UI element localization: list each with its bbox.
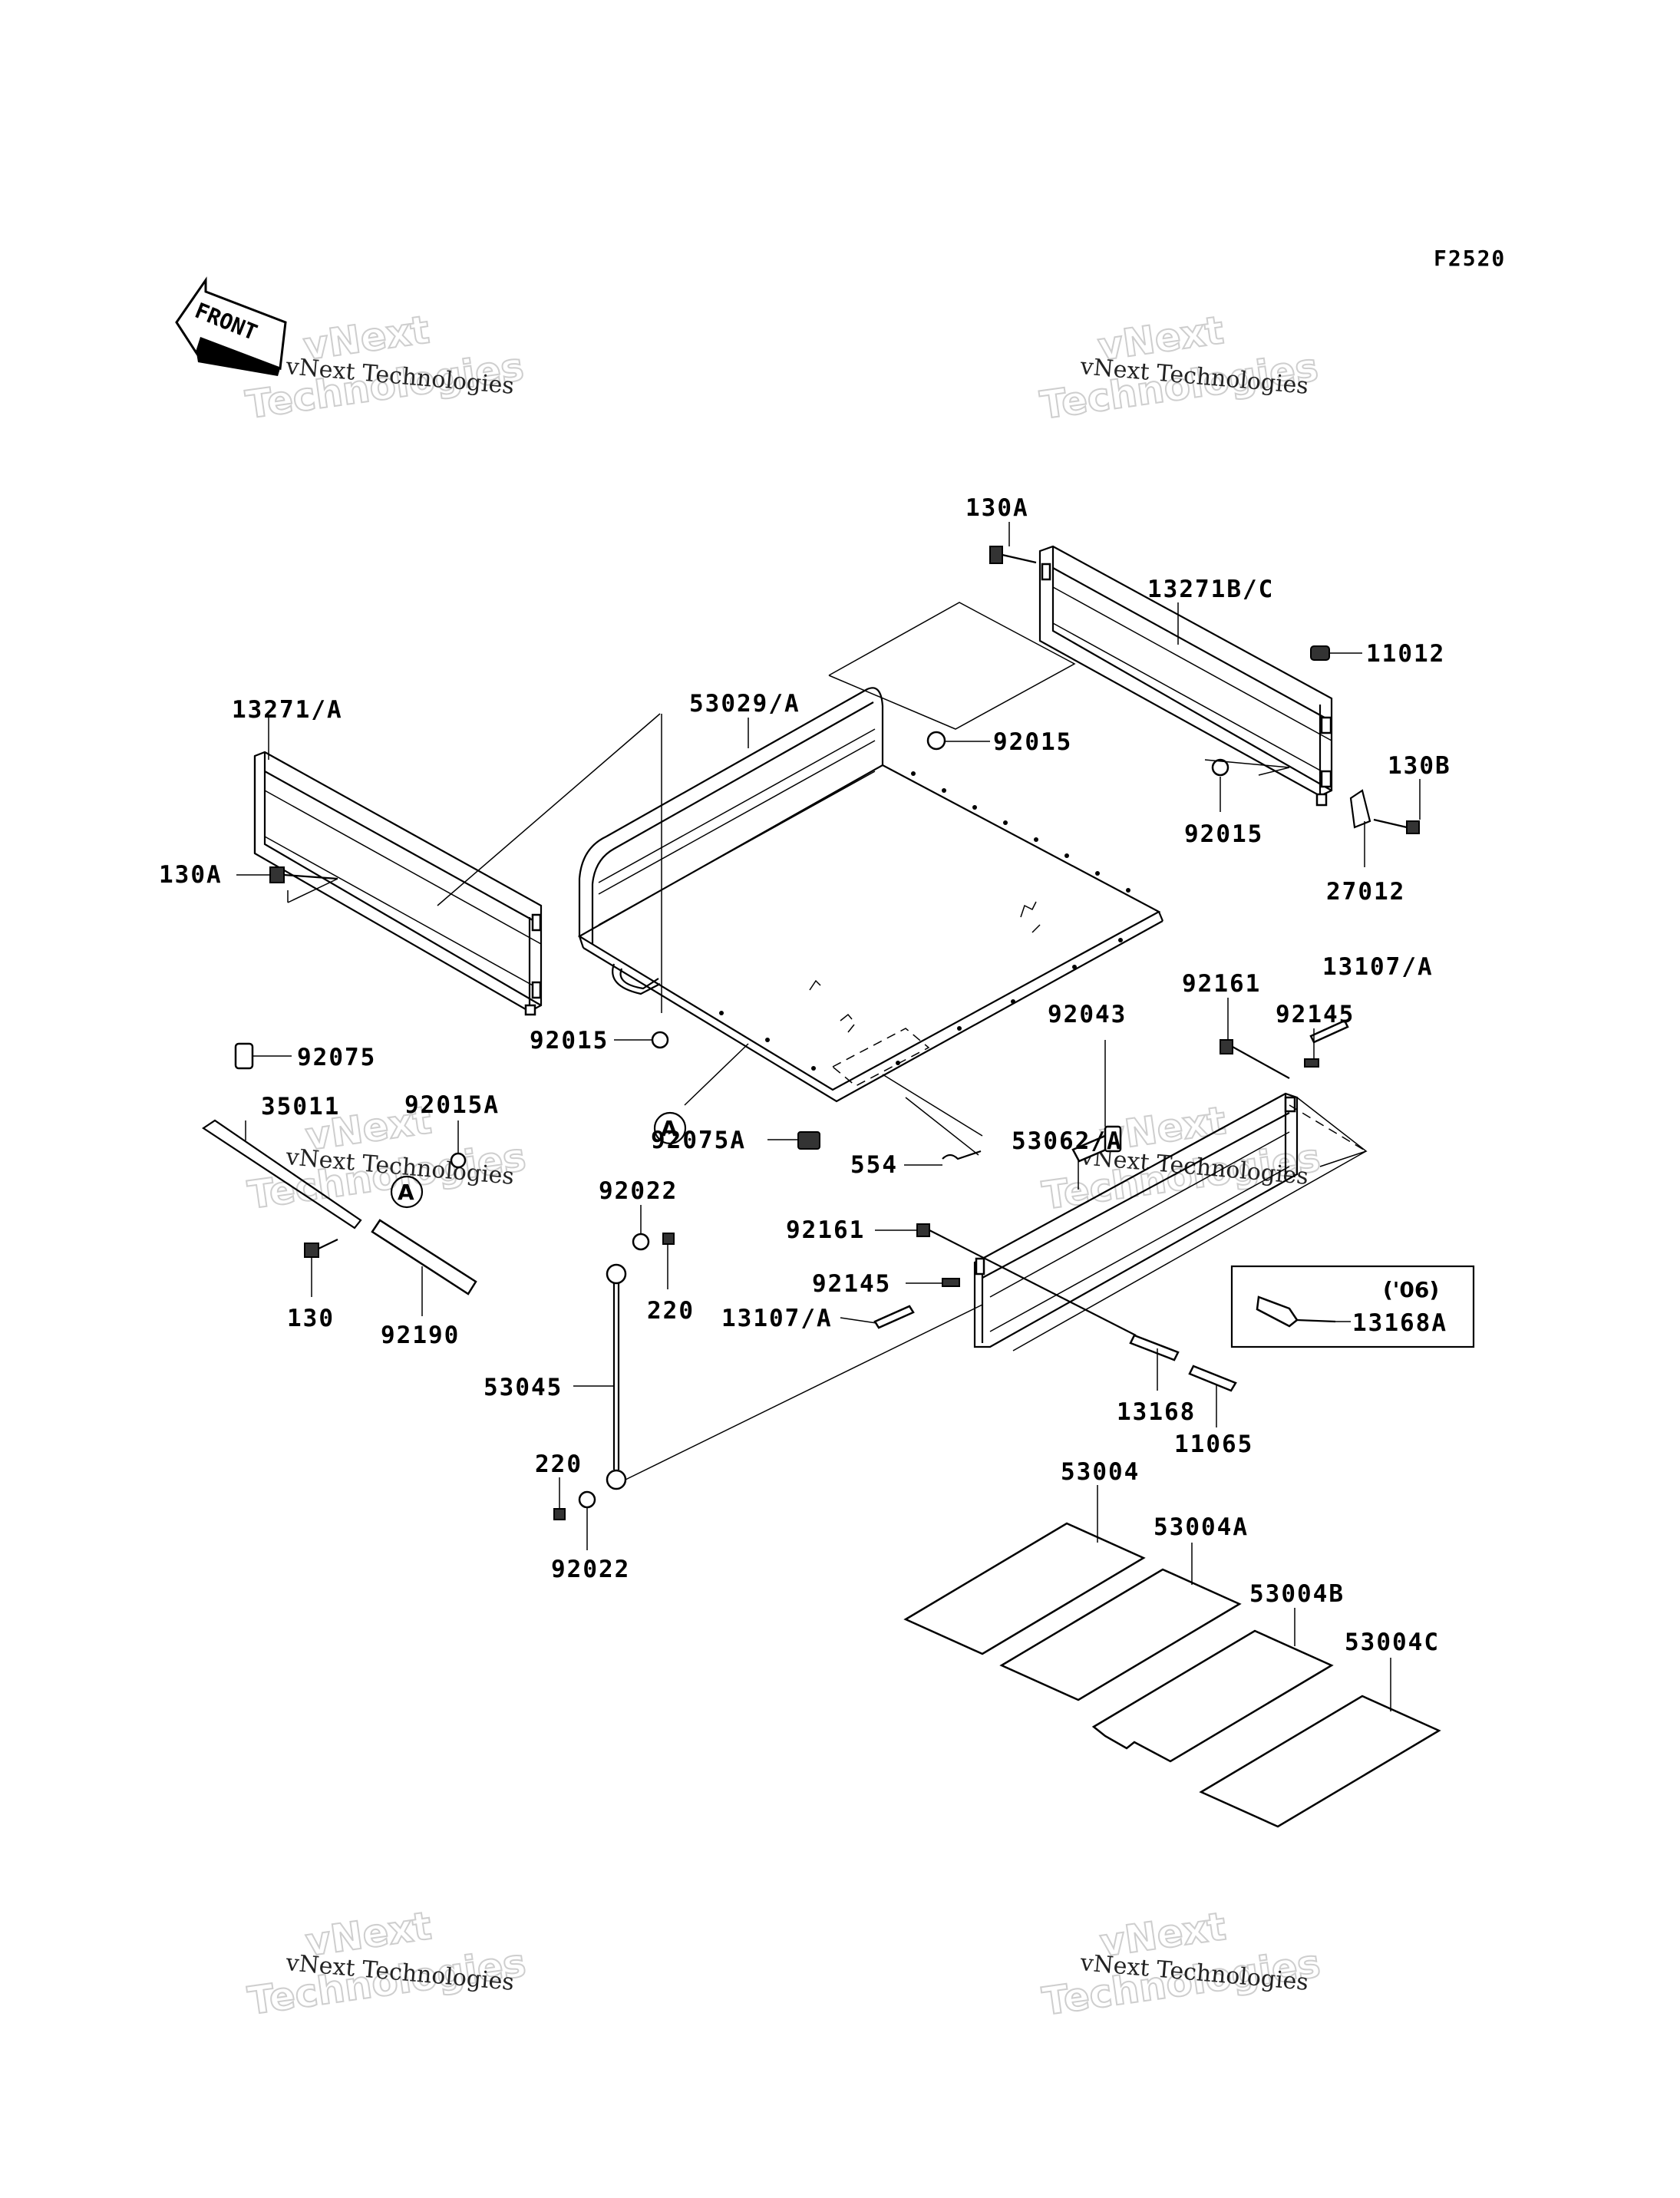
part-label-11012: 11012 [1366,640,1445,668]
part-label-13168: 13168 [1117,1398,1196,1426]
part-label-92022-upper: 92022 [599,1177,678,1205]
part-label-130b: 130B [1388,752,1451,780]
part-label-92043: 92043 [1048,1001,1127,1028]
part-label-92022-lower: 92022 [551,1556,630,1583]
part-label-53004: 53004 [1061,1458,1140,1486]
tailgate-drawing [973,1092,1367,1348]
part-label-53045: 53045 [484,1374,563,1401]
part-label-92161-lower: 92161 [786,1216,865,1244]
part-label-92145-lower: 92145 [812,1270,891,1298]
bed-mat-drawings [903,1522,1441,1828]
part-label-554: 554 [850,1151,898,1179]
part-label-92161-upper: 92161 [1182,970,1261,998]
part-label-11065: 11065 [1174,1431,1253,1458]
part-label-27012: 27012 [1326,878,1405,906]
part-label-220-upper: 220 [647,1297,695,1325]
variant-note: ('06) [1383,1277,1439,1302]
part-label-35011: 35011 [261,1093,340,1120]
part-label-92015-right: 92015 [1184,820,1263,848]
part-label-130: 130 [287,1305,335,1332]
part-label-13168a: 13168A [1352,1309,1447,1337]
part-label-13107a-upper: 13107/A [1322,953,1434,981]
reference-marker-a-left: A [390,1175,424,1209]
part-label-53062a: 53062/A [1012,1127,1123,1155]
front-arrow-icon: FRONT [175,276,287,376]
part-label-92190: 92190 [381,1322,460,1349]
cargo-bed-drawing [577,687,1164,1103]
part-label-92015a: 92015A [404,1091,500,1119]
part-label-53004c: 53004C [1345,1629,1440,1656]
part-label-92145-upper: 92145 [1276,1001,1355,1028]
part-label-92015-lower: 92015 [530,1027,609,1054]
part-label-130a-left: 130A [159,861,223,889]
part-label-92075: 92075 [297,1044,376,1071]
hardware-drawings [202,546,1420,1520]
reference-marker-label: A [661,1116,678,1141]
part-label-13271a: 13271/A [232,696,343,724]
leader-lines [236,522,1421,1711]
part-label-220-lower: 220 [535,1450,583,1478]
part-label-92015-top: 92015 [993,728,1072,756]
reference-marker-a-center: A [653,1111,687,1145]
part-label-13107a-lower: 13107/A [721,1305,833,1332]
part-label-130a-top: 130A [965,494,1029,522]
part-label-92075a: 92075A [651,1127,746,1154]
part-label-53004a: 53004A [1154,1513,1249,1541]
variant-inset-box: ('06) [1230,1265,1475,1348]
part-label-53004b: 53004B [1249,1580,1345,1608]
left-side-panel-drawing [253,751,543,1016]
assembly-guide-lines [287,602,1368,1351]
part-label-13271bc: 13271B/C [1147,576,1274,603]
figure-code: F2520 [1434,246,1506,271]
part-label-53029a: 53029/A [689,690,800,718]
reference-marker-label: A [398,1180,414,1205]
right-side-panel-drawing [1038,545,1333,807]
